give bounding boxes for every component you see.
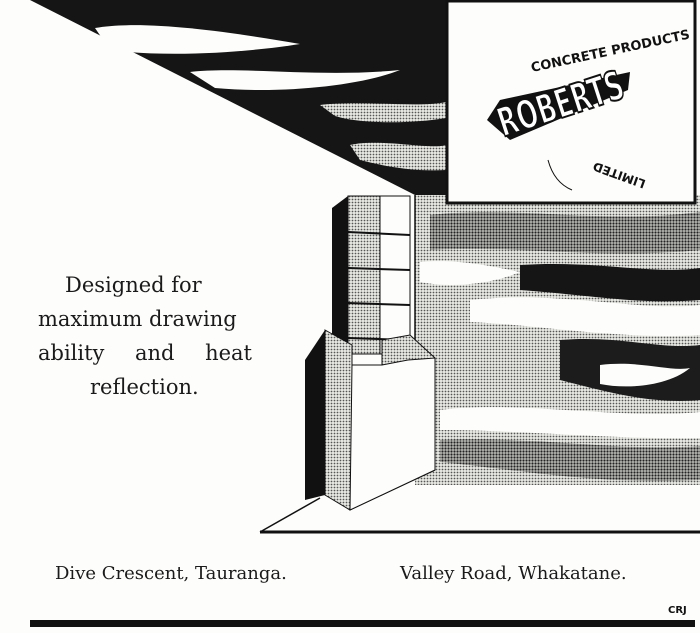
address-tauranga: Dive Crescent, Tauranga.	[55, 563, 287, 584]
logo-box: ROBERTS CONCRETE PRODUCTS LIMITED	[445, 0, 697, 205]
tagline-line: Designed for	[65, 273, 202, 297]
address-whakatane: Valley Road, Whakatane.	[400, 563, 627, 584]
tagline: Designed for maximum drawing ability and…	[30, 268, 252, 404]
credit-mark: CRJ	[668, 605, 687, 616]
chimney-illustration	[305, 195, 436, 511]
tagline-word: ability	[38, 341, 105, 365]
tagline-word: and	[135, 341, 175, 365]
sky	[30, 0, 446, 205]
tagline-line: ability and heat	[30, 336, 252, 370]
tagline-line: maximum drawing	[38, 307, 237, 331]
tagline-word: heat	[205, 341, 252, 365]
clouds	[415, 195, 700, 485]
bottom-rule	[30, 620, 695, 627]
tagline-line: reflection.	[90, 375, 199, 399]
